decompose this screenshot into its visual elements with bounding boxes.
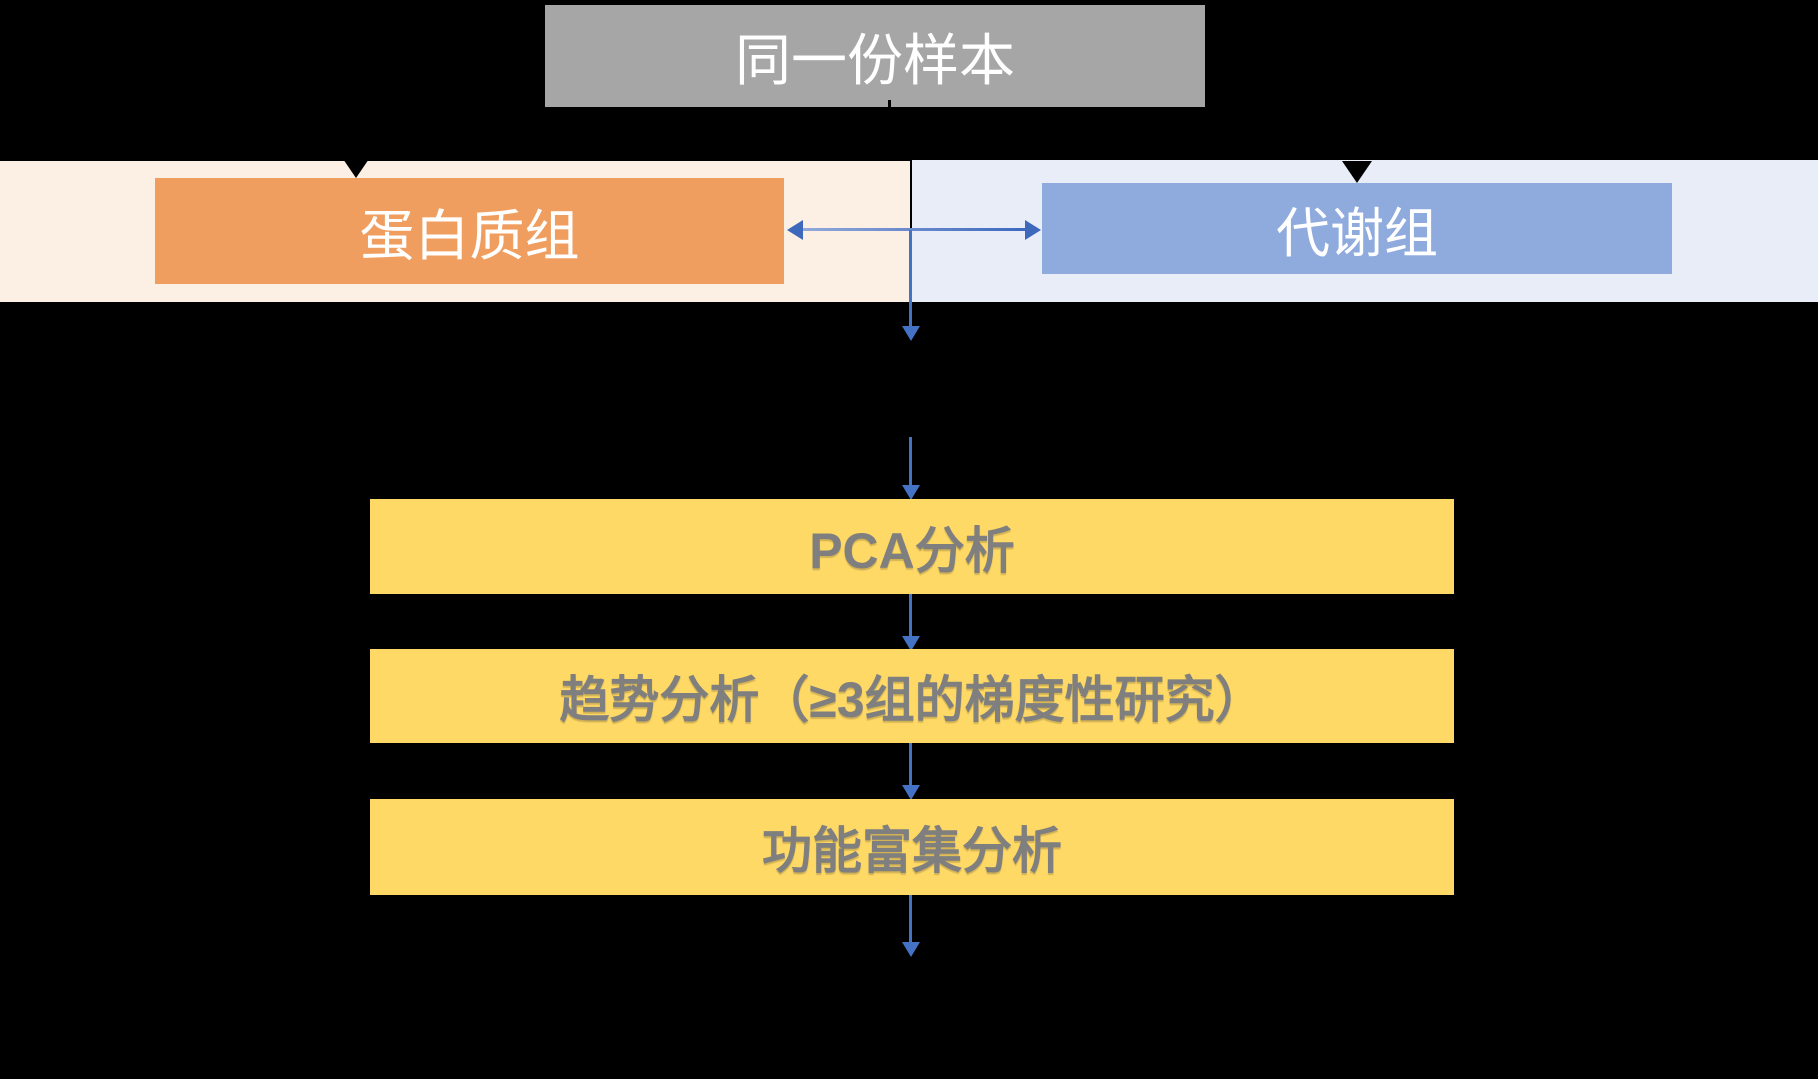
double-arrow-line <box>800 228 1028 231</box>
arrow-line-trend-to-enrichment <box>909 743 912 785</box>
proteome-box-label: 蛋白质组 <box>359 205 580 267</box>
metabolome-box-label: 代谢组 <box>1276 204 1438 264</box>
arrow-left-icon <box>787 220 803 240</box>
arrow-line-bands-down <box>909 230 912 326</box>
step-box-enrichment: 功能富集分析 <box>370 799 1454 895</box>
sample-box-label: 同一份样本 <box>735 28 1015 92</box>
step-box-pca: PCA分析 <box>370 499 1454 594</box>
sample-box: 同一份样本 <box>545 5 1205 107</box>
step-trend-label: 趋势分析（≥3组的梯度性研究） <box>559 672 1265 728</box>
arrow-down-icon-2 <box>902 485 920 500</box>
arrow-down-icon-to-proteome <box>341 156 371 178</box>
arrow-down-icon-to-metabolome <box>1342 161 1372 183</box>
arrow-down-icon-3 <box>902 636 920 651</box>
step-enrichment-label: 功能富集分析 <box>762 823 1062 879</box>
step-pca-label: PCA分析 <box>809 522 1015 579</box>
arrow-down-icon-1 <box>902 326 920 341</box>
connector-line-vertical <box>910 160 912 230</box>
metabolome-box: 代谢组 <box>1042 183 1672 274</box>
step-box-trend: 趋势分析（≥3组的梯度性研究） <box>370 649 1454 743</box>
arrow-right-icon <box>1025 220 1041 240</box>
arrow-down-icon-5 <box>902 942 920 957</box>
arrow-down-icon-4 <box>902 785 920 800</box>
arrow-line-final <box>909 895 912 942</box>
proteome-box: 蛋白质组 <box>155 178 784 284</box>
connector-notch <box>888 100 891 108</box>
arrow-line-pca-to-trend <box>909 594 912 636</box>
arrow-line-to-pca <box>909 437 912 485</box>
